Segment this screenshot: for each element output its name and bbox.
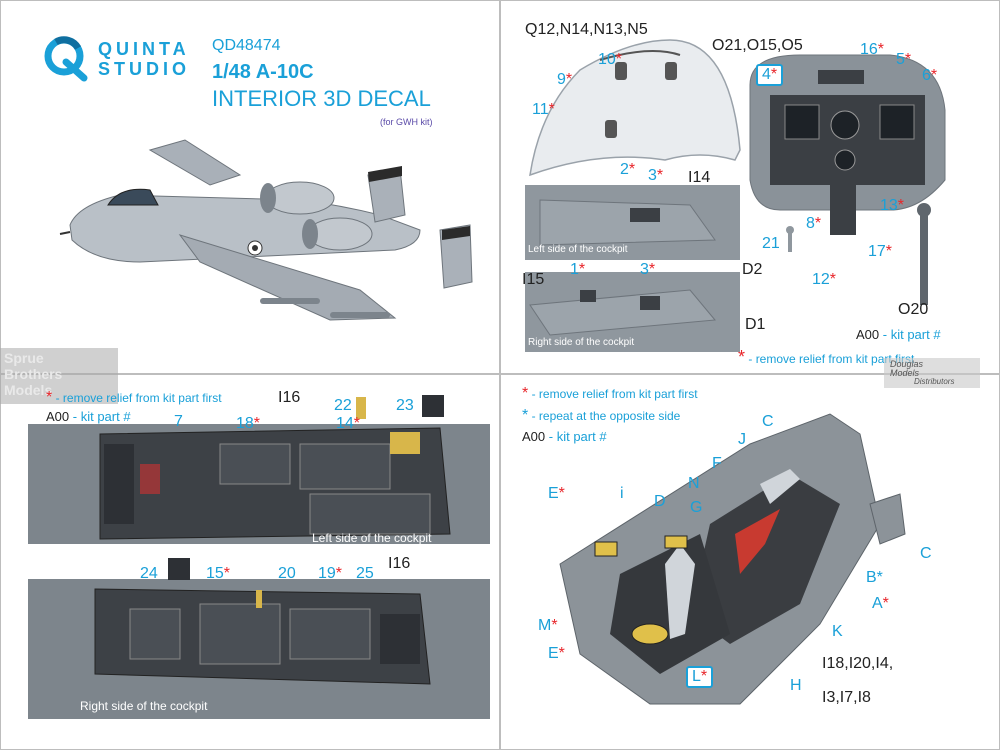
legend-remove-relief-top: * - remove relief from kit part first xyxy=(738,347,915,367)
legend-repeat-opposite: * - repeat at the opposite side xyxy=(522,407,681,424)
callout-E-top: E* xyxy=(548,485,565,502)
callout-21: 21 xyxy=(762,235,780,252)
cockpit-side-consoles-illustration xyxy=(28,395,490,719)
watermark-left-line2: Brothers xyxy=(4,366,63,382)
callout-H: H xyxy=(790,677,802,694)
part-I16-top: I16 xyxy=(278,389,301,406)
callout-3b: 3* xyxy=(640,261,656,278)
product-code: QD48474 xyxy=(212,37,281,54)
watermark-left-line1: Sprue xyxy=(4,350,44,366)
callout-4: 4* xyxy=(756,64,784,86)
callout-D: D xyxy=(654,493,666,510)
a10c-aircraft-illustration xyxy=(59,139,473,321)
watermark-right-line2: Models xyxy=(890,368,920,378)
sticks-part-label: O20 xyxy=(898,301,929,318)
callout-J: J xyxy=(738,431,746,448)
legend-remove-relief-br: * - remove relief from kit part first xyxy=(522,385,698,402)
callout-B: B* xyxy=(866,569,883,586)
brand-name-line1: QUINTA xyxy=(98,39,190,59)
part-D1: D1 xyxy=(745,316,766,333)
callout-C-top: C xyxy=(762,413,774,430)
callout-17: 17* xyxy=(868,243,893,260)
callout-E-bottom: E* xyxy=(548,645,565,662)
part-I16-bottom: I16 xyxy=(388,555,411,572)
callout-5: 5* xyxy=(896,51,912,68)
callout-18: 18* xyxy=(236,415,261,432)
watermark-left: Sprue Brothers Models xyxy=(0,348,118,404)
callout-2: 2* xyxy=(620,161,636,178)
legend-kit-part-bl: A00 - kit part # xyxy=(46,409,131,424)
right-console-caption-large: Right side of the cockpit xyxy=(80,699,208,713)
quadrant-top-left xyxy=(0,0,500,374)
watermark-right-line3: Distributors xyxy=(914,377,955,386)
callout-K: K xyxy=(832,623,843,640)
product-note: (for GWH kit) xyxy=(380,117,433,127)
callout-3a: 3* xyxy=(648,167,664,184)
callout-25: 25 xyxy=(356,565,374,582)
left-console-caption: Left side of the cockpit xyxy=(528,244,628,255)
product-scale-model: 1/48 A-10C xyxy=(212,61,314,83)
canopy-illustration xyxy=(525,39,946,352)
callout-13: 13* xyxy=(880,197,905,214)
right-console-caption: Right side of the cockpit xyxy=(528,337,635,348)
callout-23: 23 xyxy=(396,397,414,414)
callout-20: 20 xyxy=(278,565,296,582)
part-I14: I14 xyxy=(688,169,711,186)
callout-A: A* xyxy=(872,595,889,612)
callout-8: 8* xyxy=(806,215,822,232)
panel-parts-label: O21,O15,O5 xyxy=(712,37,803,54)
callout-L: L* xyxy=(686,666,714,688)
ejection-seat-illustration xyxy=(559,413,906,705)
callout-15: 15* xyxy=(206,565,231,582)
legend-kit-part-br: A00 - kit part # xyxy=(522,429,607,444)
callout-F: F xyxy=(712,455,722,472)
callout-i: i xyxy=(620,485,624,502)
callout-C-right: C xyxy=(920,545,932,562)
callout-9: 9* xyxy=(557,71,573,88)
callout-19: 19* xyxy=(318,565,343,582)
watermark-left-line3: Models xyxy=(4,382,53,398)
callout-N: N xyxy=(688,475,700,492)
callout-6: 6* xyxy=(922,67,938,84)
watermark-right: Douglas Models Distributors xyxy=(884,358,980,388)
legend-kit-part-top: A00 - kit part # xyxy=(856,327,941,342)
callout-12: 12* xyxy=(812,271,837,288)
callout-1: 1* xyxy=(570,261,586,278)
product-title: INTERIOR 3D DECAL xyxy=(212,86,431,111)
seat-parts-label-2: I3,I7,I8 xyxy=(822,689,871,706)
part-I15: I15 xyxy=(522,271,545,288)
seat-parts-label-1: I18,I20,I4, xyxy=(822,655,894,672)
canopy-parts-label: Q12,N14,N13,N5 xyxy=(525,21,648,38)
callout-10: 10* xyxy=(598,51,623,68)
callout-14: 14* xyxy=(336,415,361,432)
callout-7: 7 xyxy=(174,413,183,430)
callout-M: M* xyxy=(538,617,558,634)
callout-22: 22 xyxy=(334,397,352,414)
left-console-caption-large: Left side of the cockpit xyxy=(312,531,432,545)
part-D2: D2 xyxy=(742,261,763,278)
watermark-right-line1: Douglas xyxy=(890,359,924,369)
legend-remove-relief-bl: * - remove relief from kit part first xyxy=(46,389,222,406)
brand-name-line2: STUDIO xyxy=(98,59,191,79)
callout-24: 24 xyxy=(140,565,158,582)
callout-16: 16* xyxy=(860,41,885,58)
callout-G: G xyxy=(690,499,703,516)
callout-11: 11* xyxy=(532,101,555,118)
quinta-logo-icon xyxy=(44,36,88,82)
brand-logo: QUINTA STUDIO xyxy=(40,32,190,82)
